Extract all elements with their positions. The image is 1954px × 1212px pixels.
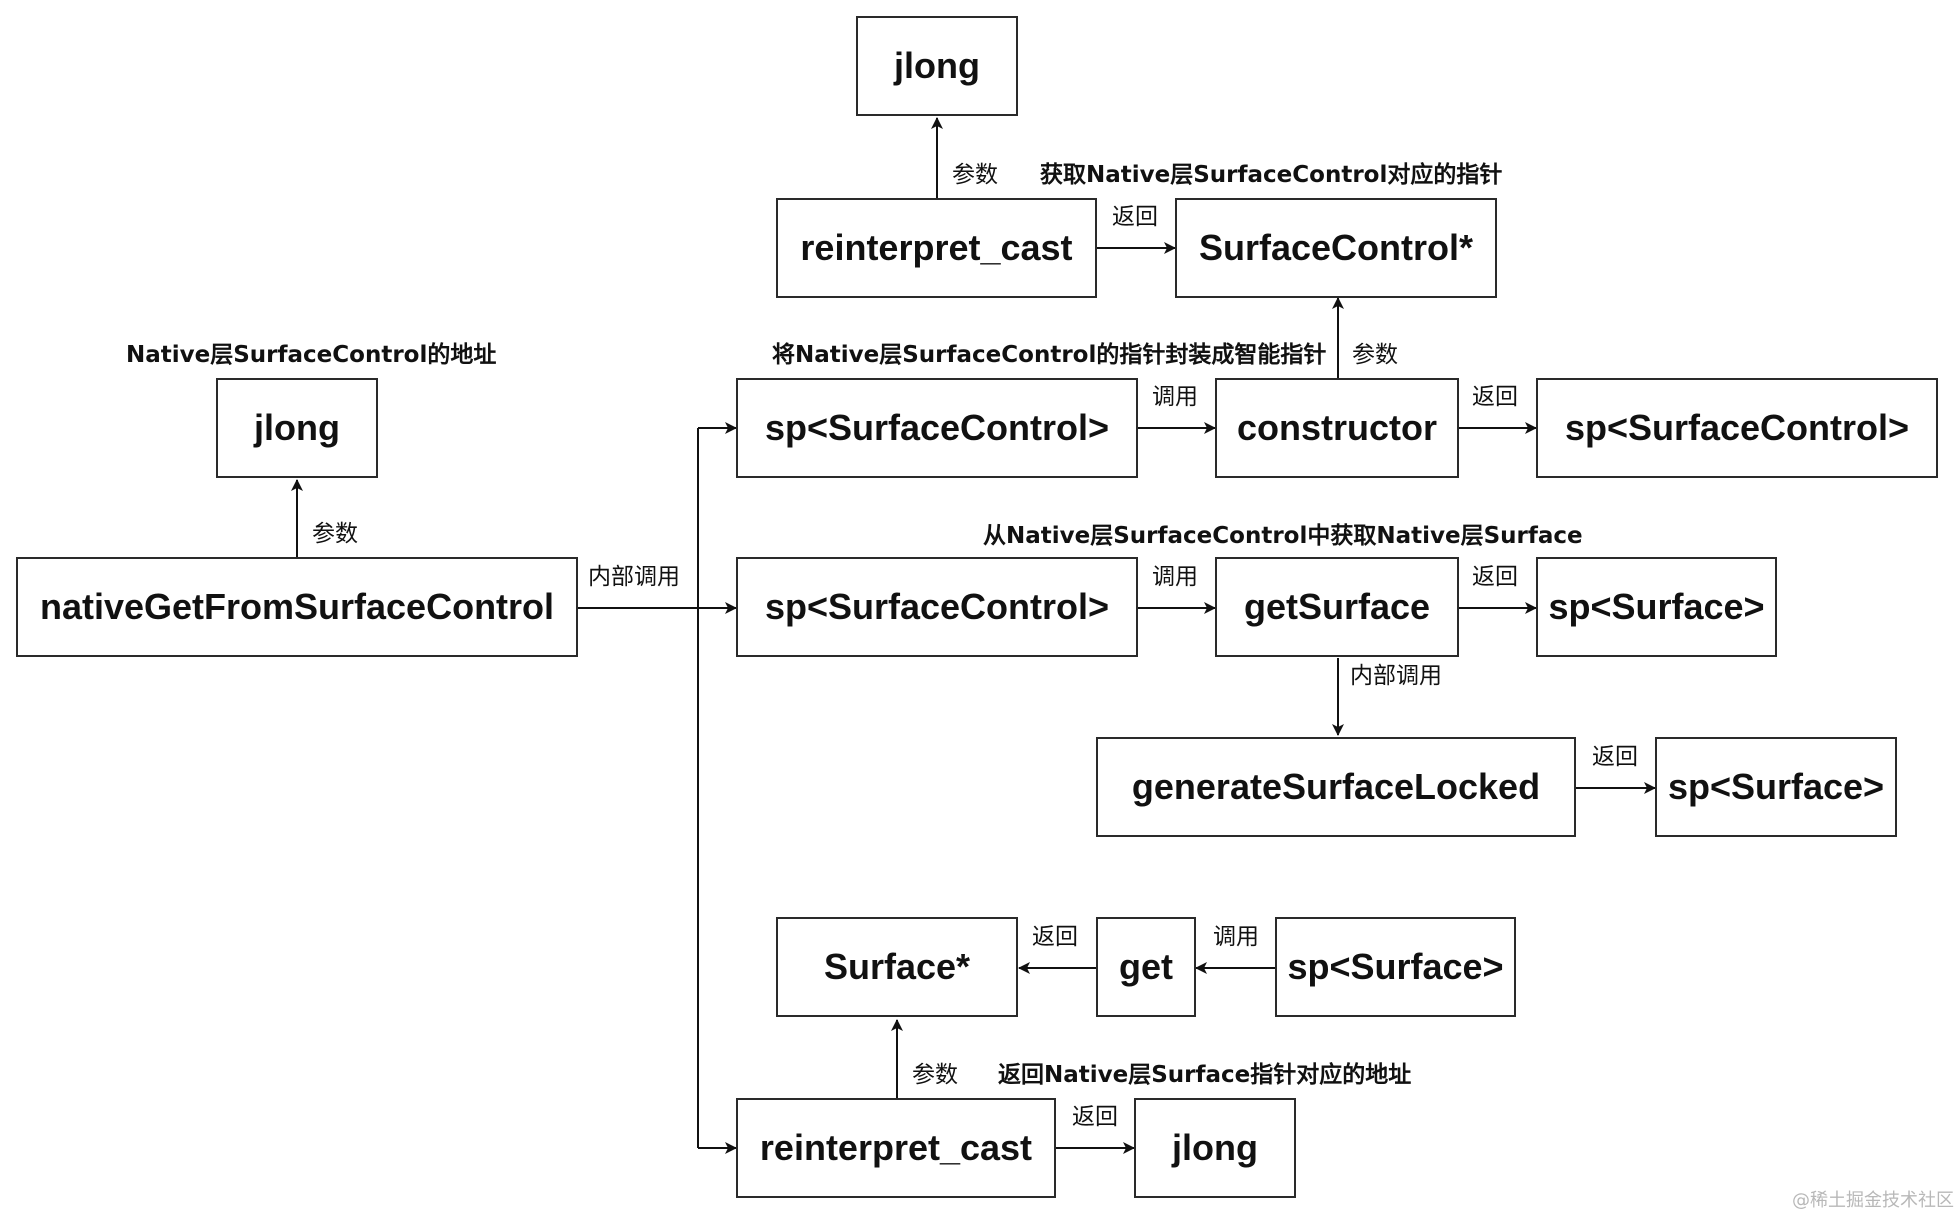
edge-label-return: 返回 bbox=[1472, 384, 1518, 410]
note-wrap-smart-pointer: 将Native层SurfaceControl的指针封装成智能指针 bbox=[772, 342, 1327, 368]
edge-label-return: 返回 bbox=[1072, 1104, 1118, 1130]
note-return-surface-address: 返回Native层Surface指针对应的地址 bbox=[998, 1062, 1412, 1088]
edge-label-param: 参数 bbox=[312, 521, 358, 547]
node-jlong-top: jlong bbox=[856, 16, 1018, 116]
note-get-native-surface: 从Native层SurfaceControl中获取Native层Surface bbox=[983, 523, 1583, 549]
node-generate-surface-locked: generateSurfaceLocked bbox=[1096, 737, 1576, 837]
edge-label-internal-call: 内部调用 bbox=[588, 564, 680, 590]
node-jlong-arg: jlong bbox=[216, 378, 378, 478]
note-get-native-pointer: 获取Native层SurfaceControl对应的指针 bbox=[1040, 162, 1503, 188]
node-surface-pointer: Surface* bbox=[776, 917, 1018, 1017]
edge-label-return: 返回 bbox=[1032, 924, 1078, 950]
node-sp-surface-control-2: sp<SurfaceControl> bbox=[736, 557, 1138, 657]
node-get: get bbox=[1096, 917, 1196, 1017]
node-reinterpret-cast-top: reinterpret_cast bbox=[776, 198, 1097, 298]
edge-label-call: 调用 bbox=[1152, 384, 1198, 410]
edge-label-param: 参数 bbox=[1352, 342, 1398, 368]
edge-label-internal-call: 内部调用 bbox=[1350, 663, 1442, 689]
edge-label-call: 调用 bbox=[1152, 564, 1198, 590]
watermark: @稀土掘金技术社区 bbox=[1792, 1190, 1954, 1211]
edge-label-return: 返回 bbox=[1592, 744, 1638, 770]
edge-label-return: 返回 bbox=[1472, 564, 1518, 590]
edge-label-param: 参数 bbox=[952, 162, 998, 188]
node-sp-surface-3: sp<Surface> bbox=[1275, 917, 1516, 1017]
node-jlong-bottom: jlong bbox=[1134, 1098, 1296, 1198]
node-sp-surface-control-return: sp<SurfaceControl> bbox=[1536, 378, 1938, 478]
node-sp-surface-control-1: sp<SurfaceControl> bbox=[736, 378, 1138, 478]
node-sp-surface-1: sp<Surface> bbox=[1536, 557, 1777, 657]
node-surface-control-pointer: SurfaceControl* bbox=[1175, 198, 1497, 298]
edge-label-call: 调用 bbox=[1213, 924, 1259, 950]
node-get-surface: getSurface bbox=[1215, 557, 1459, 657]
node-native-get-from-surface-control: nativeGetFromSurfaceControl bbox=[16, 557, 578, 657]
node-sp-surface-2: sp<Surface> bbox=[1655, 737, 1897, 837]
edge-label-return: 返回 bbox=[1112, 204, 1158, 230]
edge-label-param: 参数 bbox=[912, 1062, 958, 1088]
node-constructor: constructor bbox=[1215, 378, 1459, 478]
note-jlong-address: Native层SurfaceControl的地址 bbox=[126, 342, 497, 368]
node-reinterpret-cast-bottom: reinterpret_cast bbox=[736, 1098, 1056, 1198]
